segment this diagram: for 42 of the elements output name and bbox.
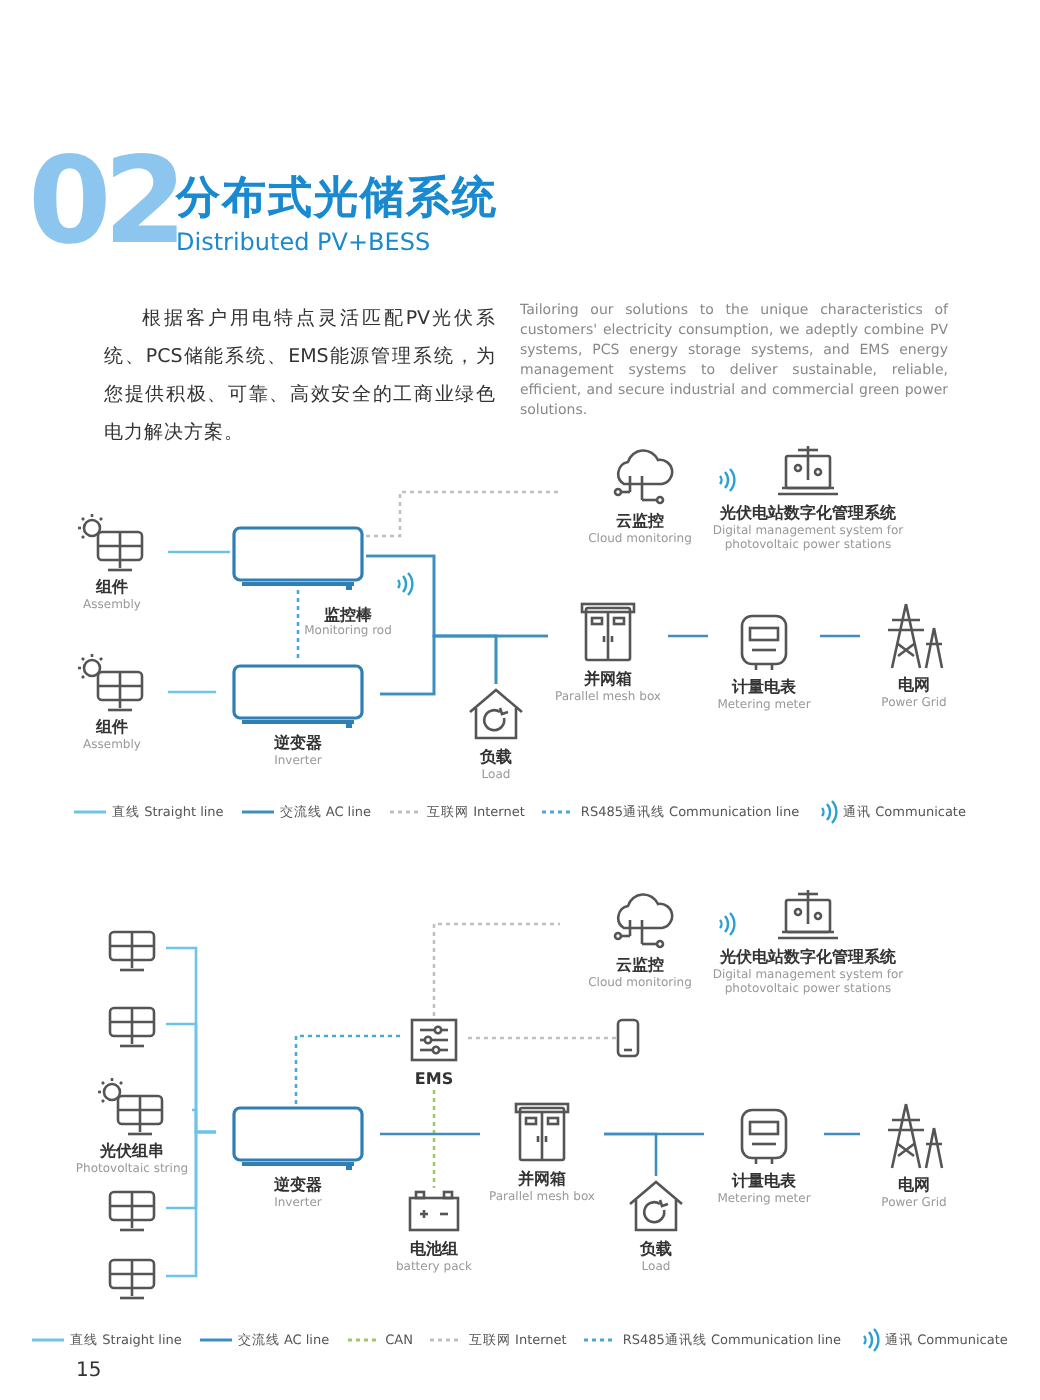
node-label: 云监控: [616, 956, 664, 976]
node-label: 光伏电站数字化管理系统: [720, 948, 896, 968]
node-label: 逆变器: [274, 1176, 322, 1196]
node-label: 电池组: [410, 1240, 458, 1260]
component-label: 监控棒: [322, 604, 374, 625]
phone-icon: [616, 1018, 640, 1058]
connector-line: [824, 1132, 860, 1136]
connector-line: [168, 550, 230, 554]
page-title: 分布式光储系统: [176, 174, 498, 224]
node-label: 计量电表: [732, 1172, 796, 1192]
connector-line: [166, 1130, 216, 1278]
inverter-icon: [230, 524, 366, 590]
page-number: 15: [76, 1360, 102, 1382]
section-number: 02: [28, 132, 179, 272]
node-label: 并网箱: [518, 1170, 566, 1190]
connector-line: [604, 1132, 658, 1176]
node-label: 电网: [898, 676, 930, 696]
connector-line: [380, 1132, 480, 1136]
subtitle: Distributed PV+BESS: [176, 228, 431, 256]
node-label: EMS: [414, 1070, 454, 1090]
connector-line: [168, 690, 216, 694]
connector-line: [380, 634, 498, 696]
connector-line: [294, 1034, 400, 1104]
connector-line: [820, 634, 860, 638]
node-label: 负载: [640, 1240, 672, 1260]
node-label: 并网箱: [584, 670, 632, 690]
node-label: 负载: [480, 748, 512, 768]
connector-line: [468, 1036, 616, 1040]
connector-line: [296, 590, 300, 662]
node-label: 光伏组串: [100, 1142, 164, 1162]
connector-line: [366, 490, 560, 538]
connector-line: [668, 634, 708, 638]
node-label: 组件: [96, 718, 128, 738]
node-label: 组件: [96, 578, 128, 598]
connector-line: [432, 1090, 436, 1188]
connector-line: [432, 922, 560, 1016]
node-label: 逆变器: [274, 734, 322, 754]
node-label: 云监控: [616, 512, 664, 532]
node-label: 光伏电站数字化管理系统: [720, 504, 896, 524]
node-label: 计量电表: [732, 678, 796, 698]
intro-paragraph: 根据客户用电特点灵活匹配PV光伏系统、PCS储能系统、EMS能源管理系统，为您提供积极、可靠、高效安全的工商业绿色电力解决方案。: [104, 306, 496, 448]
node-label: 电网: [898, 1176, 930, 1196]
